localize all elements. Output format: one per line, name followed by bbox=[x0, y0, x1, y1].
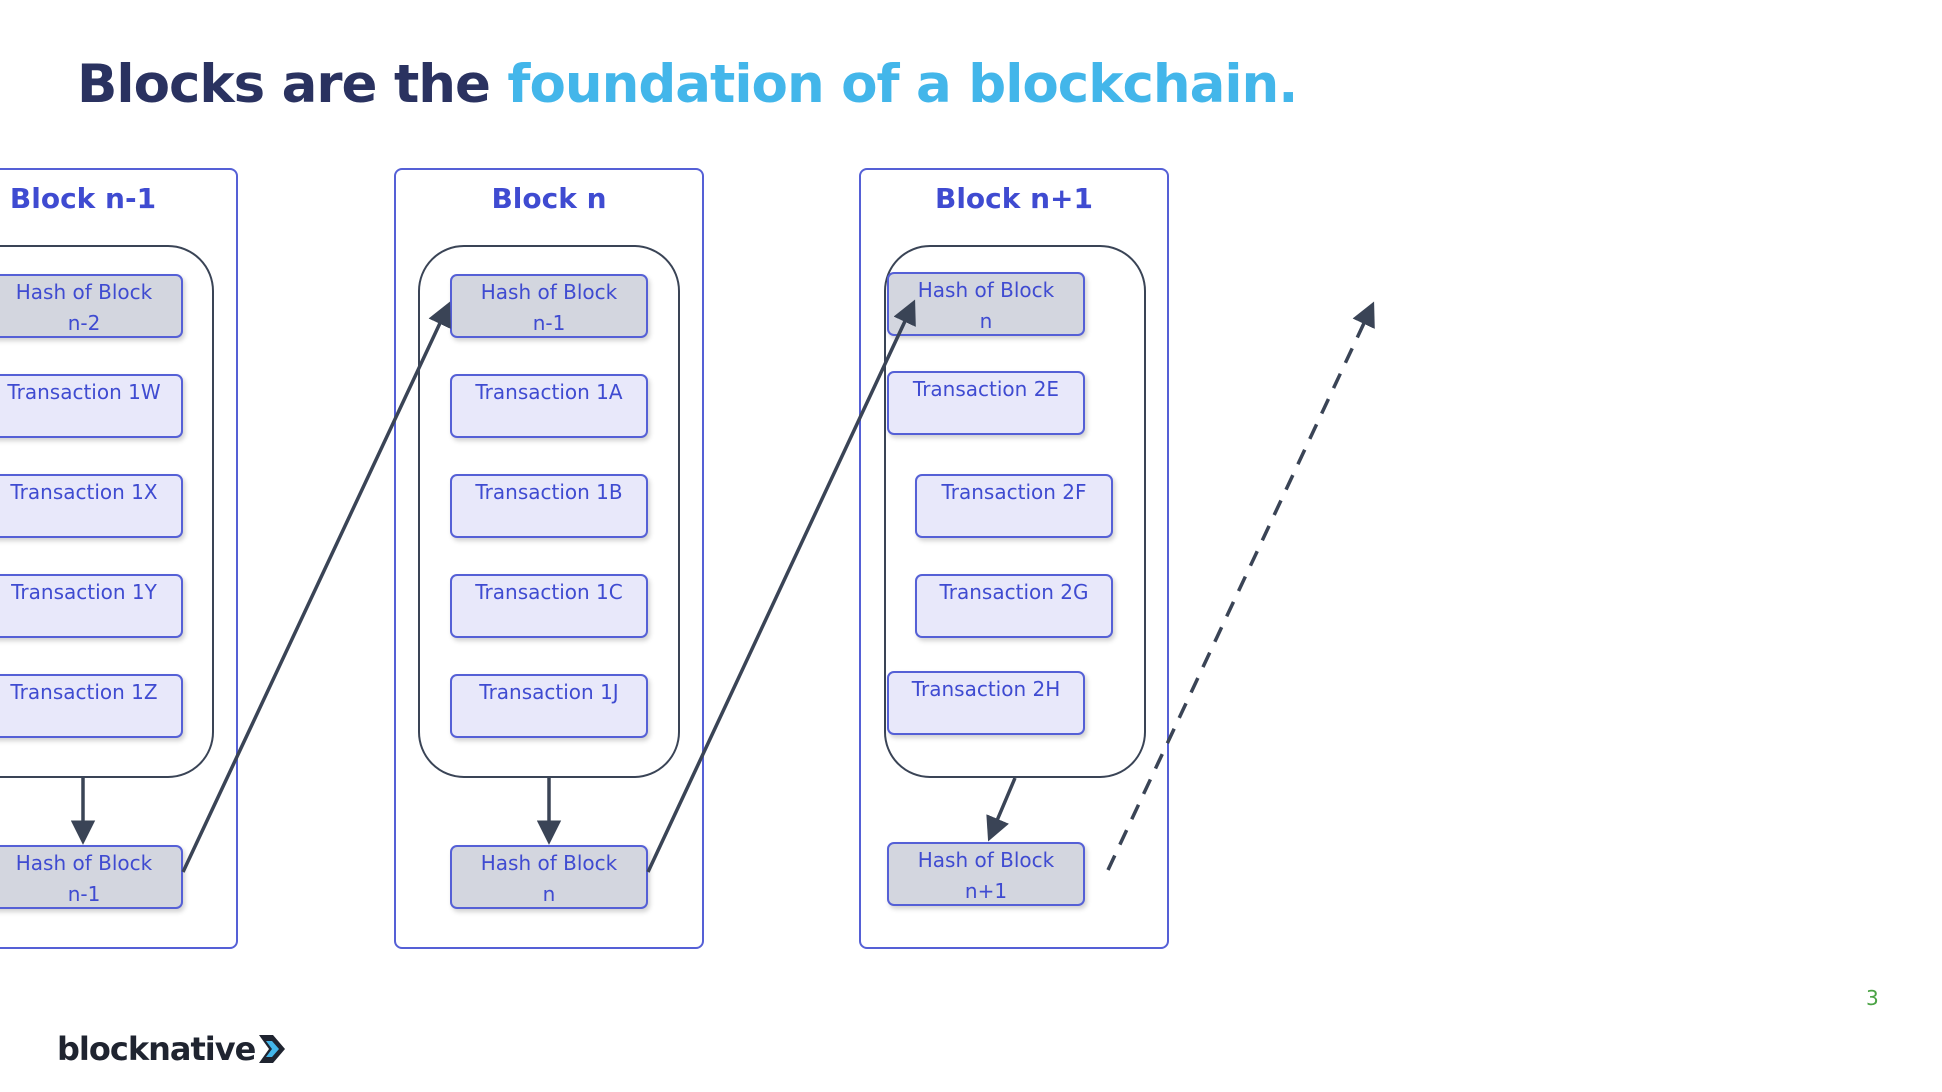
transaction-box: Transaction 1Z bbox=[0, 674, 183, 738]
transaction-label: Transaction 1A bbox=[475, 380, 623, 404]
logo-wordmark: blocknative bbox=[57, 1030, 256, 1068]
transaction-box: Transaction 2H bbox=[887, 671, 1085, 735]
arrow-chain-n-to-n-plus-1 bbox=[646, 299, 916, 873]
transaction-box: Transaction 1Y bbox=[0, 574, 183, 638]
title-part-dark: Blocks are the bbox=[77, 54, 508, 115]
prev-hash-box: Hash of Block n-1 bbox=[450, 274, 648, 338]
title-part-accent: foundation of a blockchain. bbox=[507, 54, 1298, 115]
transaction-label: Transaction 1X bbox=[10, 480, 158, 504]
block-hash-line1: Hash of Block bbox=[480, 851, 618, 875]
prev-hash-line1: Hash of Block bbox=[15, 280, 153, 304]
transaction-label: Transaction 2G bbox=[939, 580, 1089, 604]
block-title: Block n-1 bbox=[9, 182, 157, 215]
prev-hash-line1: Hash of Block bbox=[917, 278, 1055, 302]
arrow-chain-n-minus-1-to-n bbox=[181, 301, 451, 873]
block-n-minus-1-inner-container bbox=[0, 245, 214, 778]
block-hash-line1: Hash of Block bbox=[917, 848, 1055, 872]
slide-title: Blocks are the foundation of a blockchai… bbox=[77, 54, 1298, 115]
blocknative-logo: blocknative bbox=[57, 1030, 287, 1068]
block-title: Block n+1 bbox=[934, 182, 1094, 215]
transaction-label: Transaction 2E bbox=[912, 377, 1060, 401]
block-hash-line1: Hash of Block bbox=[15, 851, 153, 875]
prev-hash-line2: n-2 bbox=[67, 311, 101, 335]
transaction-box: Transaction 1X bbox=[0, 474, 183, 538]
transaction-label: Transaction 1Z bbox=[10, 680, 158, 704]
transaction-label: Transaction 1C bbox=[475, 580, 623, 604]
block-hash-line2: n-1 bbox=[67, 882, 101, 906]
page-number: 3 bbox=[1866, 986, 1879, 1010]
arrow-to-hash-n-plus-1 bbox=[986, 777, 1017, 842]
transaction-box: Transaction 2F bbox=[915, 474, 1113, 538]
transaction-box: Transaction 1B bbox=[450, 474, 648, 538]
transaction-label: Transaction 1Y bbox=[11, 580, 157, 604]
transaction-label: Transaction 1J bbox=[479, 680, 619, 704]
transaction-label: Transaction 1B bbox=[475, 480, 623, 504]
prev-hash-line1: Hash of Block bbox=[480, 280, 618, 304]
block-hash-box: Hash of Block n+1 bbox=[887, 842, 1085, 906]
block-hash-box: Hash of Block n-1 bbox=[0, 845, 183, 909]
transaction-label: Transaction 2F bbox=[941, 480, 1087, 504]
transaction-box: Transaction 2G bbox=[915, 574, 1113, 638]
prev-hash-line2: n-1 bbox=[532, 311, 566, 335]
prev-hash-box: Hash of Block n-2 bbox=[0, 274, 183, 338]
block-hash-line2: n+1 bbox=[964, 879, 1008, 903]
transaction-box: Transaction 2E bbox=[887, 371, 1085, 435]
block-hash-box: Hash of Block n bbox=[450, 845, 648, 909]
block-n-plus-1-inner-container bbox=[884, 245, 1146, 778]
transaction-label: Transaction 2H bbox=[911, 677, 1061, 701]
transaction-box: Transaction 1A bbox=[450, 374, 648, 438]
transaction-label: Transaction 1W bbox=[7, 380, 161, 404]
block-n-inner-container bbox=[418, 245, 680, 778]
transaction-box: Transaction 1C bbox=[450, 574, 648, 638]
arrow-chain-to-next-dashed bbox=[1106, 301, 1375, 871]
block-hash-line2: n bbox=[542, 882, 556, 906]
prev-hash-box: Hash of Block n bbox=[887, 272, 1085, 336]
transaction-box: Transaction 1W bbox=[0, 374, 183, 438]
prev-hash-line2: n bbox=[979, 309, 993, 333]
block-title: Block n bbox=[491, 182, 607, 215]
blocknative-chevron-logo-icon bbox=[259, 1035, 286, 1063]
transaction-box: Transaction 1J bbox=[450, 674, 648, 738]
